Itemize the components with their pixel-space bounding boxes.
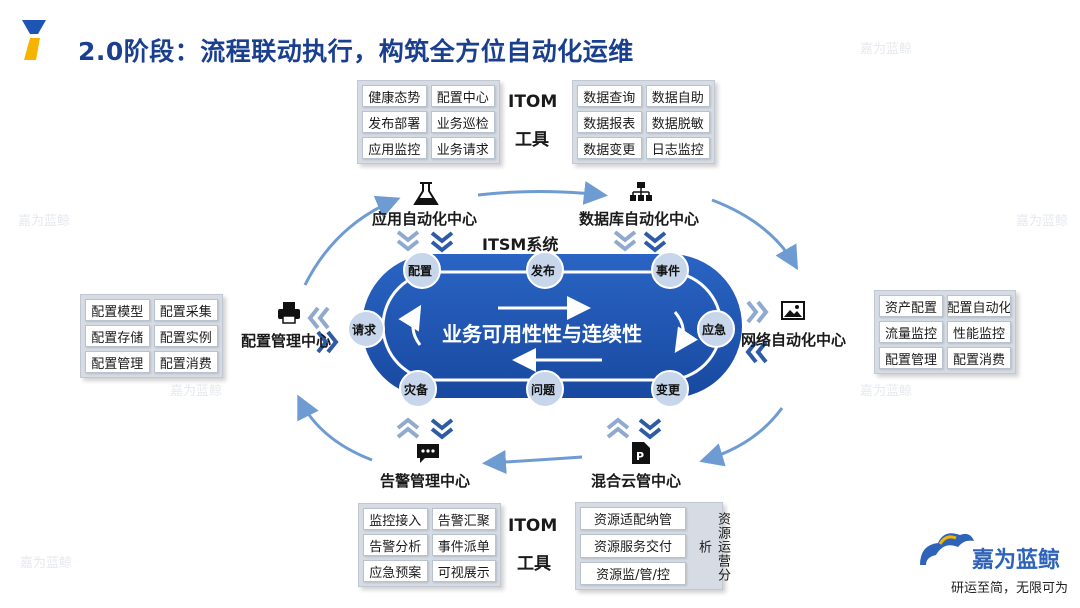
panel-item: 配置中心 <box>430 85 495 107</box>
panel-alarm: 监控接入 告警汇聚 告警分析 事件派单 应急预案 可视展示 <box>358 503 501 587</box>
panel-item: 事件派单 <box>431 534 496 556</box>
panel-item: 健康态势 <box>362 85 427 107</box>
panel-item: 数据查询 <box>577 85 642 107</box>
panel-item: 应急预案 <box>363 560 428 582</box>
panel-app: 健康态势 配置中心 发布部署 业务巡检 应用监控 业务请求 <box>357 80 500 164</box>
panel-config: 配置模型 配置采集 配置存储 配置实例 配置管理 配置消费 <box>80 294 223 378</box>
watermark: 嘉为蓝鲸 <box>170 384 223 399</box>
ring-node-problem: 问题 <box>531 383 556 397</box>
printer-icon <box>278 302 300 324</box>
panel-item: 应用监控 <box>362 137 427 159</box>
panel-item: 配置消费 <box>947 347 1011 369</box>
panel-item: 资产配置 <box>879 295 943 317</box>
slide-title: 2.0阶段：流程联动执行，构筑全方位自动化运维 <box>78 37 634 66</box>
watermark: 嘉为蓝鲸 <box>20 556 73 571</box>
cycle-arrow-app-to-db <box>477 181 608 205</box>
itom-top-line1: ITOM <box>508 92 558 112</box>
chevrons-config <box>307 306 339 354</box>
panel-item: 数据自助 <box>645 85 710 107</box>
center-title-app: 应用自动化中心 <box>372 210 478 228</box>
panel-item: 流量监控 <box>879 321 943 343</box>
cloud-side-label: 资源运营分析 <box>696 512 730 582</box>
ring-node-release: 发布 <box>531 264 556 278</box>
watermark: 嘉为蓝鲸 <box>18 214 71 229</box>
center-title-db: 数据库自动化中心 <box>579 210 700 228</box>
flask-icon <box>413 182 439 205</box>
inner-arrow-right-curve <box>673 311 698 353</box>
document-p-icon: P <box>632 442 650 464</box>
cycle-arrow-alarm-to-config <box>297 394 373 462</box>
center-title-cloud: 混合云管中心 <box>591 472 682 490</box>
inner-arrow-left-curve <box>398 304 422 346</box>
center-title-network: 网络自动化中心 <box>741 331 847 349</box>
chevrons-app <box>396 230 454 253</box>
panel-item: 数据报表 <box>577 111 642 133</box>
ring-node-circles <box>347 251 735 408</box>
chevrons-db <box>613 230 667 253</box>
itom-top-line2: 工具 <box>515 130 549 150</box>
svg-text:P: P <box>636 450 644 463</box>
cycle-arrow-network-to-cloud <box>699 407 784 467</box>
ring-node-change: 变更 <box>656 383 681 397</box>
panel-item: 配置模型 <box>85 299 150 321</box>
panel-item: 告警分析 <box>363 534 428 556</box>
chevrons-alarm <box>396 417 454 440</box>
ring-node-event: 事件 <box>656 264 681 278</box>
itsm-label: ITSM系统 <box>482 235 559 254</box>
brand-logo-icon <box>920 533 974 565</box>
panel-item: 日志监控 <box>645 137 710 159</box>
panel-item: 性能监控 <box>947 321 1011 343</box>
panel-item: 资源监/管/控 <box>580 561 686 585</box>
panel-item: 业务巡检 <box>430 111 495 133</box>
panel-item: 配置实例 <box>153 325 218 347</box>
panel-item: 配置采集 <box>153 299 218 321</box>
panel-cloud: 资源适配纳管 资源服务交付 资源监/管/控 <box>575 502 723 590</box>
chevrons-network <box>745 300 769 364</box>
brand-slogan: 研运至简，无限可为 <box>950 581 1068 596</box>
itom-bottom-line2: 工具 <box>517 554 551 574</box>
itsm-ring <box>362 254 742 398</box>
panel-item: 配置自动化 <box>947 295 1011 317</box>
center-text: 业务可用性性与连续性 <box>442 322 642 346</box>
center-title-config: 配置管理中心 <box>241 332 332 350</box>
panel-item: 资源适配纳管 <box>580 507 686 531</box>
itom-bottom-line1: ITOM <box>508 516 558 536</box>
panel-item: 配置存储 <box>85 325 150 347</box>
panel-db: 数据查询 数据自助 数据报表 数据脱敏 数据变更 日志监控 <box>572 80 715 164</box>
panel-item: 数据脱敏 <box>645 111 710 133</box>
logo-mark <box>22 20 46 60</box>
cycle-arrow-db-to-network <box>711 198 799 271</box>
ring-node-disaster: 灾备 <box>404 383 429 397</box>
panel-item: 可视展示 <box>431 560 496 582</box>
cycle-arrow-cloud-to-alarm <box>482 449 583 474</box>
watermark: 嘉为蓝鲸 <box>860 42 913 57</box>
center-title-alarm: 告警管理中心 <box>380 472 471 490</box>
ring-node-request: 请求 <box>352 323 377 337</box>
panel-item: 数据变更 <box>577 137 642 159</box>
panel-item: 资源服务交付 <box>580 534 686 558</box>
ring-node-emergency: 应急 <box>702 323 727 337</box>
panel-item: 告警汇聚 <box>431 508 496 530</box>
hierarchy-icon <box>630 182 652 201</box>
panel-item: 发布部署 <box>362 111 427 133</box>
panel-item: 配置管理 <box>879 347 943 369</box>
cycle-arrow-config-to-app <box>303 195 401 286</box>
chevrons-cloud <box>606 417 662 440</box>
panel-network: 资产配置 配置自动化 流量监控 性能监控 配置管理 配置消费 <box>874 290 1016 374</box>
panel-item: 配置消费 <box>153 351 218 373</box>
ring-node-config: 配置 <box>408 264 433 278</box>
watermark: 嘉为蓝鲸 <box>1016 214 1069 229</box>
image-icon <box>781 301 805 320</box>
panel-item: 监控接入 <box>363 508 428 530</box>
brand-name: 嘉为蓝鲸 <box>972 548 1061 573</box>
panel-item: 业务请求 <box>430 137 495 159</box>
watermark: 嘉为蓝鲸 <box>860 384 913 399</box>
panel-item: 配置管理 <box>85 351 150 373</box>
chat-icon <box>417 444 439 463</box>
